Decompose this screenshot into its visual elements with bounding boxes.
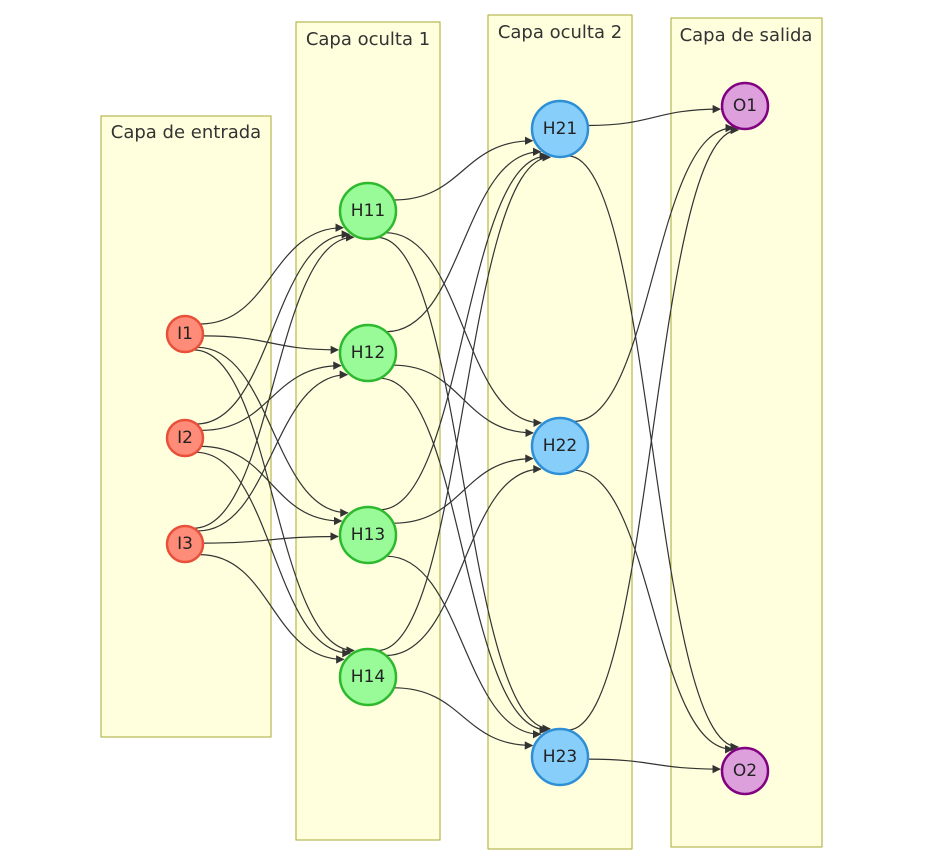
node-o2-circle [720,746,770,796]
edge-h12-h23 [379,377,548,735]
node-h12-circle [338,323,398,383]
node-o2-label: O2 [733,761,757,781]
node-i2-circle [165,418,205,458]
edge-h13-h23 [386,555,542,739]
edge-h23-o2 [587,758,721,774]
node-h22-label: H22 [543,436,577,456]
node-h11-label: H11 [351,201,385,221]
node-i2-label: I2 [177,428,193,448]
node-h22: H22 [530,416,590,476]
edge-i1-h14 [193,349,355,655]
edge-h14-h23 [393,687,534,750]
node-h12: H12 [338,323,398,383]
node-o1-circle [720,81,770,131]
node-h23: H23 [530,727,590,787]
node-h21-label: H21 [543,119,577,139]
node-i3: I3 [165,524,205,564]
node-h21-circle [530,99,590,159]
node-h11: H11 [338,181,398,241]
edge-h13-h21 [379,151,549,511]
edge-h13-h22 [393,454,534,524]
layer-oculta1-box [295,21,441,841]
edge-i3-h13 [202,532,339,544]
node-i3-circle [165,524,205,564]
node-o2: O2 [720,746,770,796]
edge-h12-h21 [386,147,542,333]
node-h14-circle [338,647,398,707]
edge-h14-h22 [385,464,542,657]
layer-entrada-group: Capa de entrada [100,115,272,738]
node-h22-circle [530,416,590,476]
edge-h14-h21 [377,153,551,652]
layer-oculta1-group: Capa oculta 1 [295,21,441,841]
edge-i3-h12 [197,370,349,532]
edge-i2-h11 [196,230,351,425]
node-h13-circle [338,505,398,565]
edge-i2-h12 [201,361,342,431]
edge-h21-o2 [567,155,739,752]
edge-h11-h23 [377,236,551,733]
node-h14: H14 [338,647,398,707]
edge-h22-o2 [573,469,734,754]
layer-salida-label: Capa de salida [680,25,813,46]
edge-i2-h13 [200,445,343,526]
node-h21: H21 [530,99,590,159]
edge-i2-h14 [195,451,351,658]
node-i1-circle [165,314,205,354]
edge-h11-h22 [385,232,542,427]
node-h23-circle [530,727,590,787]
node-i3-label: I3 [177,534,193,554]
edge-h23-o1 [567,125,740,731]
node-h13-label: H13 [351,525,385,545]
node-h23-label: H23 [543,747,577,767]
edge-i3-h14 [199,554,345,664]
node-o1: O1 [720,81,770,131]
layer-salida-group: Capa de salida [670,17,823,848]
edge-i3-h11 [193,233,355,529]
edge-i1-h13 [197,346,349,517]
layer-salida-box [670,17,823,848]
edge-h11-h21 [393,136,534,201]
node-o1-label: O1 [733,96,757,116]
edge-h21-o1 [587,104,722,127]
node-h13: H13 [338,505,398,565]
node-h14-label: H14 [351,667,385,687]
edge-i1-h12 [202,335,340,355]
layer-oculta1-label: Capa oculta 1 [306,29,430,50]
edge-h22-o1 [573,123,734,422]
layer-entrada-label: Capa de entrada [111,122,261,143]
node-i2: I2 [165,418,205,458]
edge-i1-h11 [199,223,344,325]
node-i1: I1 [165,314,205,354]
node-i1-label: I1 [177,324,193,344]
node-h12-label: H12 [351,343,385,363]
edge-h12-h22 [393,364,534,438]
node-h11-circle [338,181,398,241]
layer-oculta2-label: Capa oculta 2 [498,22,622,43]
edges-layer [193,104,740,774]
